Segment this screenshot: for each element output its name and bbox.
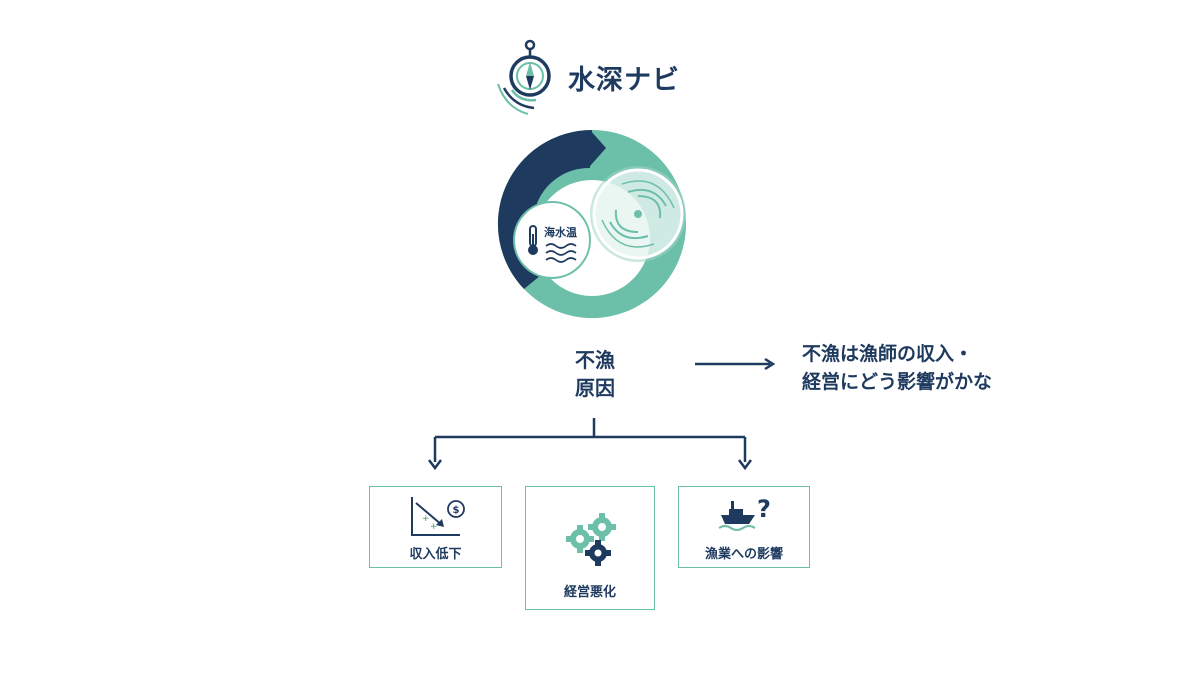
arrow-right-head: [764, 357, 776, 371]
svg-text:?: ?: [757, 495, 771, 523]
app-title: 水深ナビ: [568, 65, 680, 96]
cycle-arrow-head: [590, 130, 606, 166]
gears-icon: [566, 513, 616, 566]
effect-box-income: + + $ 収入低下: [369, 486, 502, 568]
compass-icon: [497, 39, 551, 115]
impact-question: 不漁は漁師の収入・ 経営にどう影響がかな: [802, 340, 992, 396]
effect-box-management: 経営悪化: [525, 486, 655, 610]
declining-chart-dollar-icon: + + $: [411, 497, 465, 536]
cause-cycle-diagram: 海水温: [497, 129, 686, 318]
effect-box-fishery: ? 漁業への影響: [678, 486, 810, 568]
arrow-down-left-head: [428, 459, 442, 471]
question-line-2: 経営にどう影響がかな: [802, 371, 993, 393]
root-cause-label: 不漁 原因: [540, 346, 650, 402]
root-line-1: 不漁: [575, 348, 615, 372]
thermometer-icon: [528, 225, 538, 255]
typhoon-icon: [601, 180, 675, 248]
root-line-2: 原因: [575, 376, 615, 400]
effect-label-fishery: 漁業への影響: [704, 547, 783, 562]
wave-icon: [545, 243, 577, 263]
temp-label: 海水温: [544, 225, 577, 239]
arrow-down-right-head: [738, 459, 752, 471]
effect-label-income: 収入低下: [409, 547, 462, 562]
svg-text:+: +: [430, 522, 438, 532]
effect-label-management: 経営悪化: [563, 585, 616, 600]
svg-text:+: +: [422, 514, 430, 524]
boat-question-icon: ?: [718, 495, 771, 531]
svg-text:$: $: [453, 505, 460, 516]
question-line-1: 不漁は漁師の収入・: [802, 343, 974, 365]
